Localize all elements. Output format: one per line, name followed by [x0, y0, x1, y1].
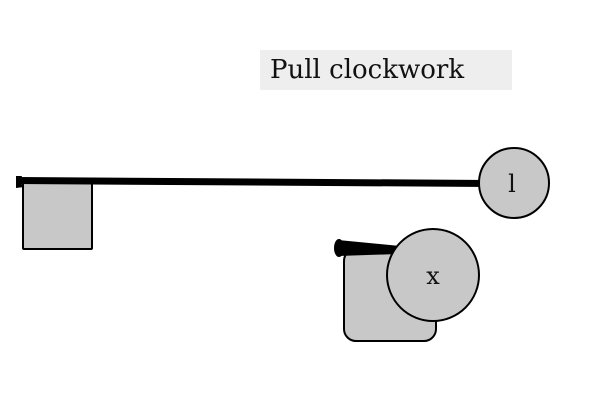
square-block[interactable]	[22, 179, 93, 250]
rod-1[interactable]	[16, 176, 490, 188]
wheel-x[interactable]: x	[386, 228, 480, 322]
wheel-l[interactable]: l	[478, 147, 550, 219]
instruction-label: Pull clockwork	[260, 50, 512, 90]
wheel-x-label: x	[426, 262, 440, 290]
wheel-l-label: l	[508, 170, 516, 198]
rod-2[interactable]	[334, 239, 400, 257]
